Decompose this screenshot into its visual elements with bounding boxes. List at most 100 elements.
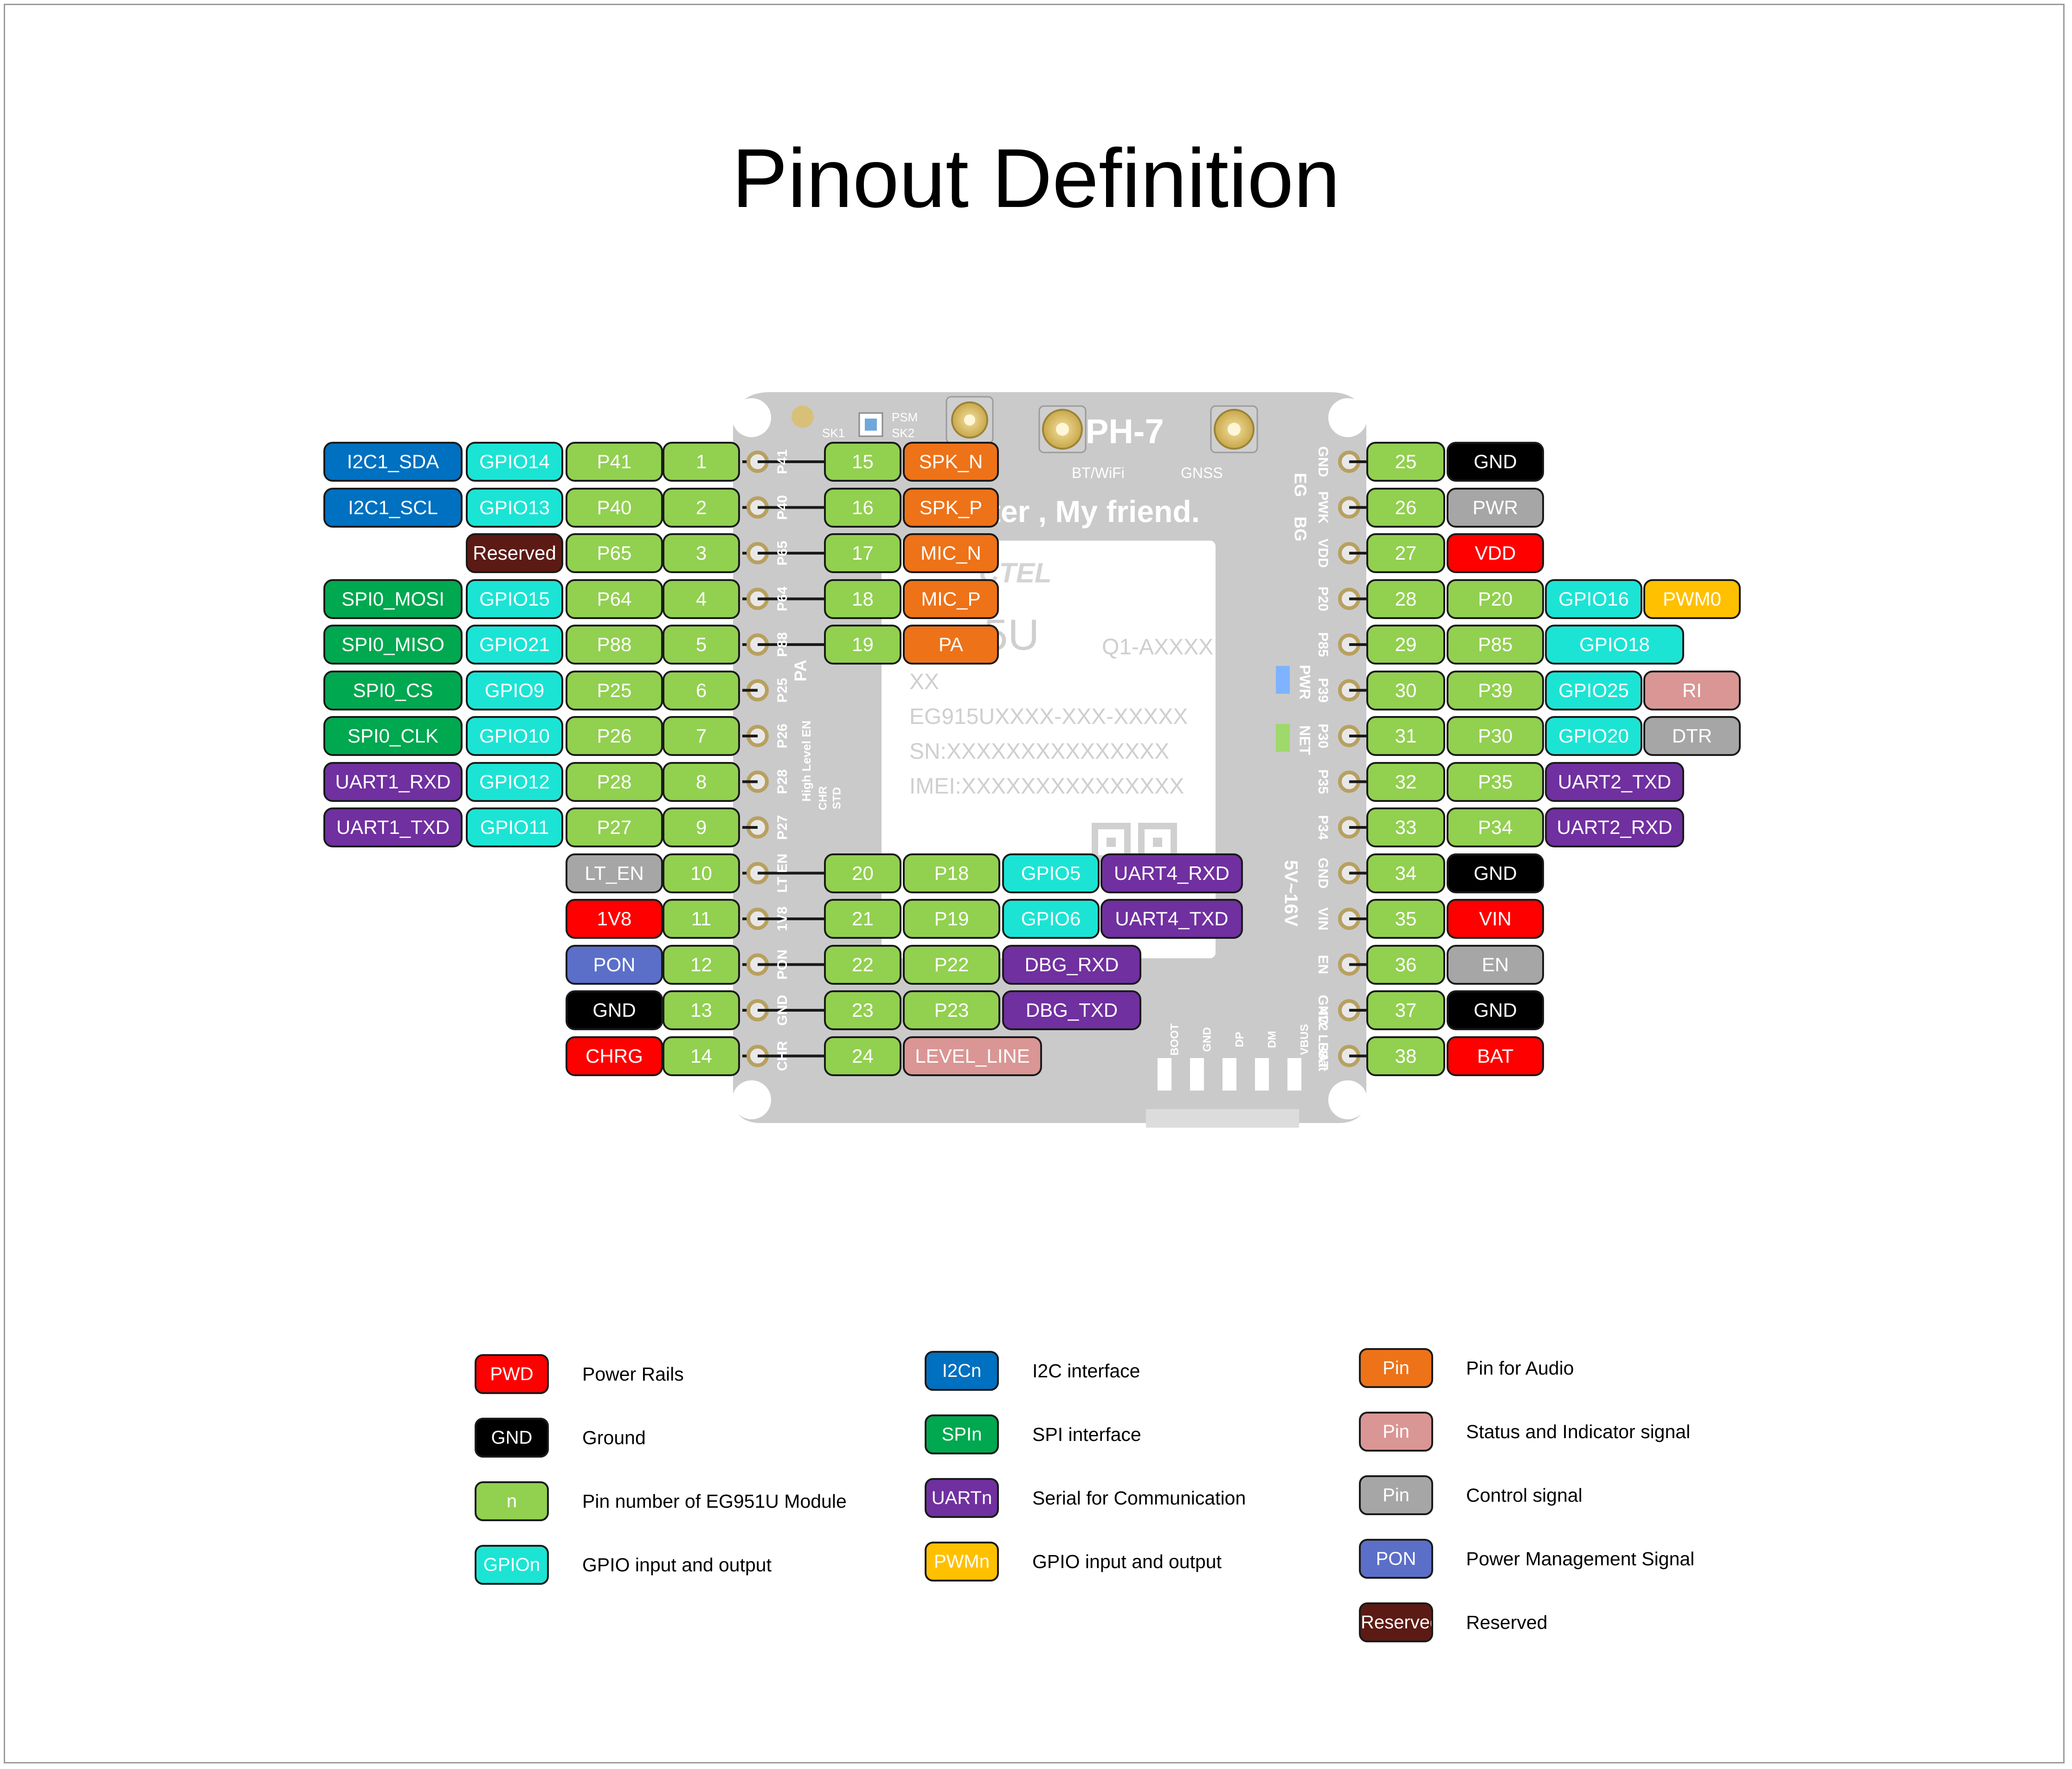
pin-name-label: LT_EN xyxy=(566,853,663,893)
silk-right-label: VDD xyxy=(1315,538,1331,568)
legend-swatch: I2Cn xyxy=(925,1351,999,1391)
gpio-label: GPIO15 xyxy=(466,579,563,619)
pin-name-label: 1V8 xyxy=(566,899,663,939)
usb-port xyxy=(1146,1109,1299,1128)
pin-number: 15 xyxy=(824,442,901,482)
silk-left-label: GND xyxy=(775,995,790,1026)
pin-number: 2 xyxy=(663,487,740,528)
gpio-label: GPIO9 xyxy=(466,670,563,710)
silk-right-label: P34 xyxy=(1315,815,1331,840)
legend-swatch: Pin xyxy=(1359,1412,1433,1452)
gpio-label: GPIO20 xyxy=(1545,716,1642,756)
gpio-label: GPIO6 xyxy=(1002,899,1100,939)
pin-name-label: CHRG xyxy=(566,1036,663,1076)
label-btwifi: BT/WiFi xyxy=(1072,465,1125,481)
pin-number: 26 xyxy=(1366,487,1445,528)
pin-number: 10 xyxy=(663,853,740,893)
pin-name-label: P25 xyxy=(566,670,663,710)
silk-pwr: PWR xyxy=(1297,665,1313,700)
silk-left-label: P88 xyxy=(775,632,790,657)
legend-description: SPI interface xyxy=(1032,1424,1141,1445)
legend-description: Power Rails xyxy=(582,1363,684,1385)
pin-number: 34 xyxy=(1366,853,1445,893)
pin-number: 31 xyxy=(1366,716,1445,756)
pin-number: 19 xyxy=(824,625,901,665)
pin-number: 22 xyxy=(824,944,901,985)
silk-li-bat: 4V2 Li-Bat xyxy=(1316,1008,1331,1072)
func-label: SPI0_MISO xyxy=(323,625,463,665)
pad-group xyxy=(742,451,1366,1067)
gpio-label: DBG_RXD xyxy=(1002,944,1141,985)
silk-right-label: EN xyxy=(1315,955,1331,975)
func-label: UART4_RXD xyxy=(1100,853,1243,893)
legend-description: Pin for Audio xyxy=(1466,1357,1574,1379)
gpio-label: GPIO12 xyxy=(466,762,563,802)
slogan: ter , My friend. xyxy=(991,494,1200,529)
pin-name-label: P19 xyxy=(903,899,1000,939)
pin-name-label: P39 xyxy=(1447,670,1544,710)
silk-left-label: LT EN xyxy=(775,853,790,892)
pin-name-label: P30 xyxy=(1447,716,1544,756)
pin-number: 7 xyxy=(663,716,740,756)
legend-description: GPIO input and output xyxy=(1032,1551,1222,1572)
legend-description: Pin number of EG951U Module xyxy=(582,1491,847,1512)
gpio-label: GPIO25 xyxy=(1545,670,1642,710)
silk-right-label: GND xyxy=(1315,446,1331,478)
silk-left-label: P27 xyxy=(775,815,790,839)
silk-right-label: GND xyxy=(1315,858,1331,889)
chip-line: Q1-AXXXX xyxy=(1102,635,1213,659)
pin-number: 8 xyxy=(663,762,740,802)
legend-description: Ground xyxy=(582,1427,646,1448)
legend-swatch: PON xyxy=(1359,1539,1433,1579)
func-label: I2C1_SDA xyxy=(323,442,463,482)
pin-name-label: P34 xyxy=(1447,807,1544,847)
gpio-label: UART2_TXD xyxy=(1545,762,1684,802)
pin-number: 5 xyxy=(663,625,740,665)
silk-left-label: P26 xyxy=(775,723,790,748)
pin-number: 14 xyxy=(663,1036,740,1076)
legend-description: I2C interface xyxy=(1032,1360,1140,1382)
pin-number: 3 xyxy=(663,533,740,573)
silk-usb-label: DP xyxy=(1233,1032,1246,1047)
switch-label: PSM xyxy=(892,410,918,424)
pin-number: 4 xyxy=(663,579,740,619)
legend-swatch: PWD xyxy=(475,1354,549,1394)
silk-high-level: High Level EN xyxy=(799,721,813,802)
audio-label: SPK_N xyxy=(903,442,999,482)
pin-number: 27 xyxy=(1366,533,1445,573)
legend-swatch: UARTn xyxy=(925,1478,999,1518)
pin-name-label: P64 xyxy=(566,579,663,619)
pin-number: 1 xyxy=(663,442,740,482)
func-label: PWM0 xyxy=(1643,579,1741,619)
pin-name-label: P20 xyxy=(1447,579,1544,619)
func-label: SPI0_MOSI xyxy=(323,579,463,619)
pin-number: 17 xyxy=(824,533,901,573)
silk-usb-label: GND xyxy=(1201,1027,1213,1052)
silk-right-label: P30 xyxy=(1315,723,1331,748)
board-name: PH-7 xyxy=(1086,412,1164,451)
pin-name-label: P26 xyxy=(566,716,663,756)
gpio-label: GPIO10 xyxy=(466,716,563,756)
chip-line: SN:XXXXXXXXXXXXXXX xyxy=(909,739,1169,764)
gpio-label: UART2_RXD xyxy=(1545,807,1684,847)
legend-swatch: Pin xyxy=(1359,1348,1433,1388)
gpio-label: GPIO16 xyxy=(1545,579,1642,619)
pin-number: 20 xyxy=(824,853,901,893)
pin-name-label: P41 xyxy=(566,442,663,482)
pin-number: 11 xyxy=(663,899,740,939)
legend-swatch: Reserved xyxy=(1359,1602,1433,1642)
pin-name-label: P18 xyxy=(903,853,1000,893)
gpio-label: GPIO18 xyxy=(1545,625,1684,665)
silk-right-label: P85 xyxy=(1315,632,1331,657)
silk-left-label: P41 xyxy=(775,449,790,474)
page-title: Pinout Definition xyxy=(732,132,1340,225)
func-label: UART4_TXD xyxy=(1100,899,1243,939)
silk-left-label: PON xyxy=(775,949,790,980)
pin-name-label: VIN xyxy=(1447,899,1544,939)
chip-line: IMEI:XXXXXXXXXXXXXXX xyxy=(909,774,1184,799)
silk-right-label: VIN xyxy=(1315,907,1331,930)
gpio-label: GPIO14 xyxy=(466,442,563,482)
silk-left-label: 1V8 xyxy=(775,906,790,931)
mount-hole-br xyxy=(1328,1080,1367,1119)
pin-name-label: GND xyxy=(1447,442,1544,482)
